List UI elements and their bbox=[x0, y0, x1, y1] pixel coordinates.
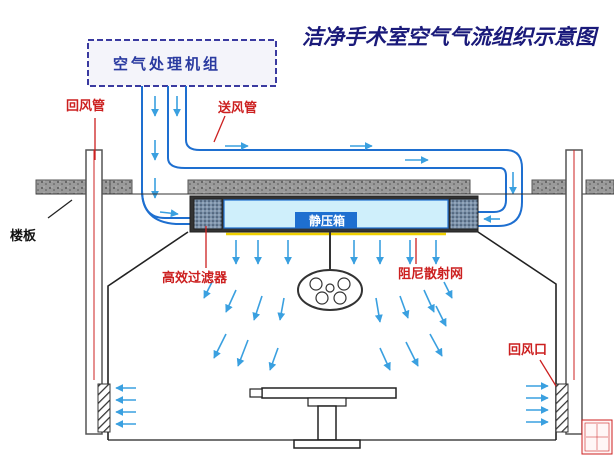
diagram-title: 洁净手术室空气气流组织示意图 bbox=[302, 24, 599, 49]
laminar-flow-arrows bbox=[203, 240, 453, 371]
return-flow-arrows bbox=[115, 382, 549, 428]
air-handling-unit-label: 空气处理机组 bbox=[113, 55, 221, 73]
hepa-filter-left bbox=[193, 198, 223, 230]
return-outlet-label: 回风口 bbox=[508, 343, 547, 358]
floor-slab-label: 楼板 bbox=[10, 228, 37, 244]
air-handling-unit-box bbox=[87, 39, 277, 87]
supply-duct-label: 送风管 bbox=[217, 100, 257, 116]
static-box-label: 静压箱 bbox=[309, 213, 345, 228]
return-grille-right bbox=[555, 383, 569, 433]
operating-table bbox=[249, 387, 397, 449]
hepa-filter-right bbox=[449, 198, 479, 230]
damping-mesh-label: 阻尼散射网 bbox=[398, 266, 463, 282]
return-duct-label: 回风管 bbox=[66, 98, 105, 114]
hepa-filter-label: 高效过滤器 bbox=[162, 270, 228, 286]
return-grille-left bbox=[97, 383, 111, 433]
